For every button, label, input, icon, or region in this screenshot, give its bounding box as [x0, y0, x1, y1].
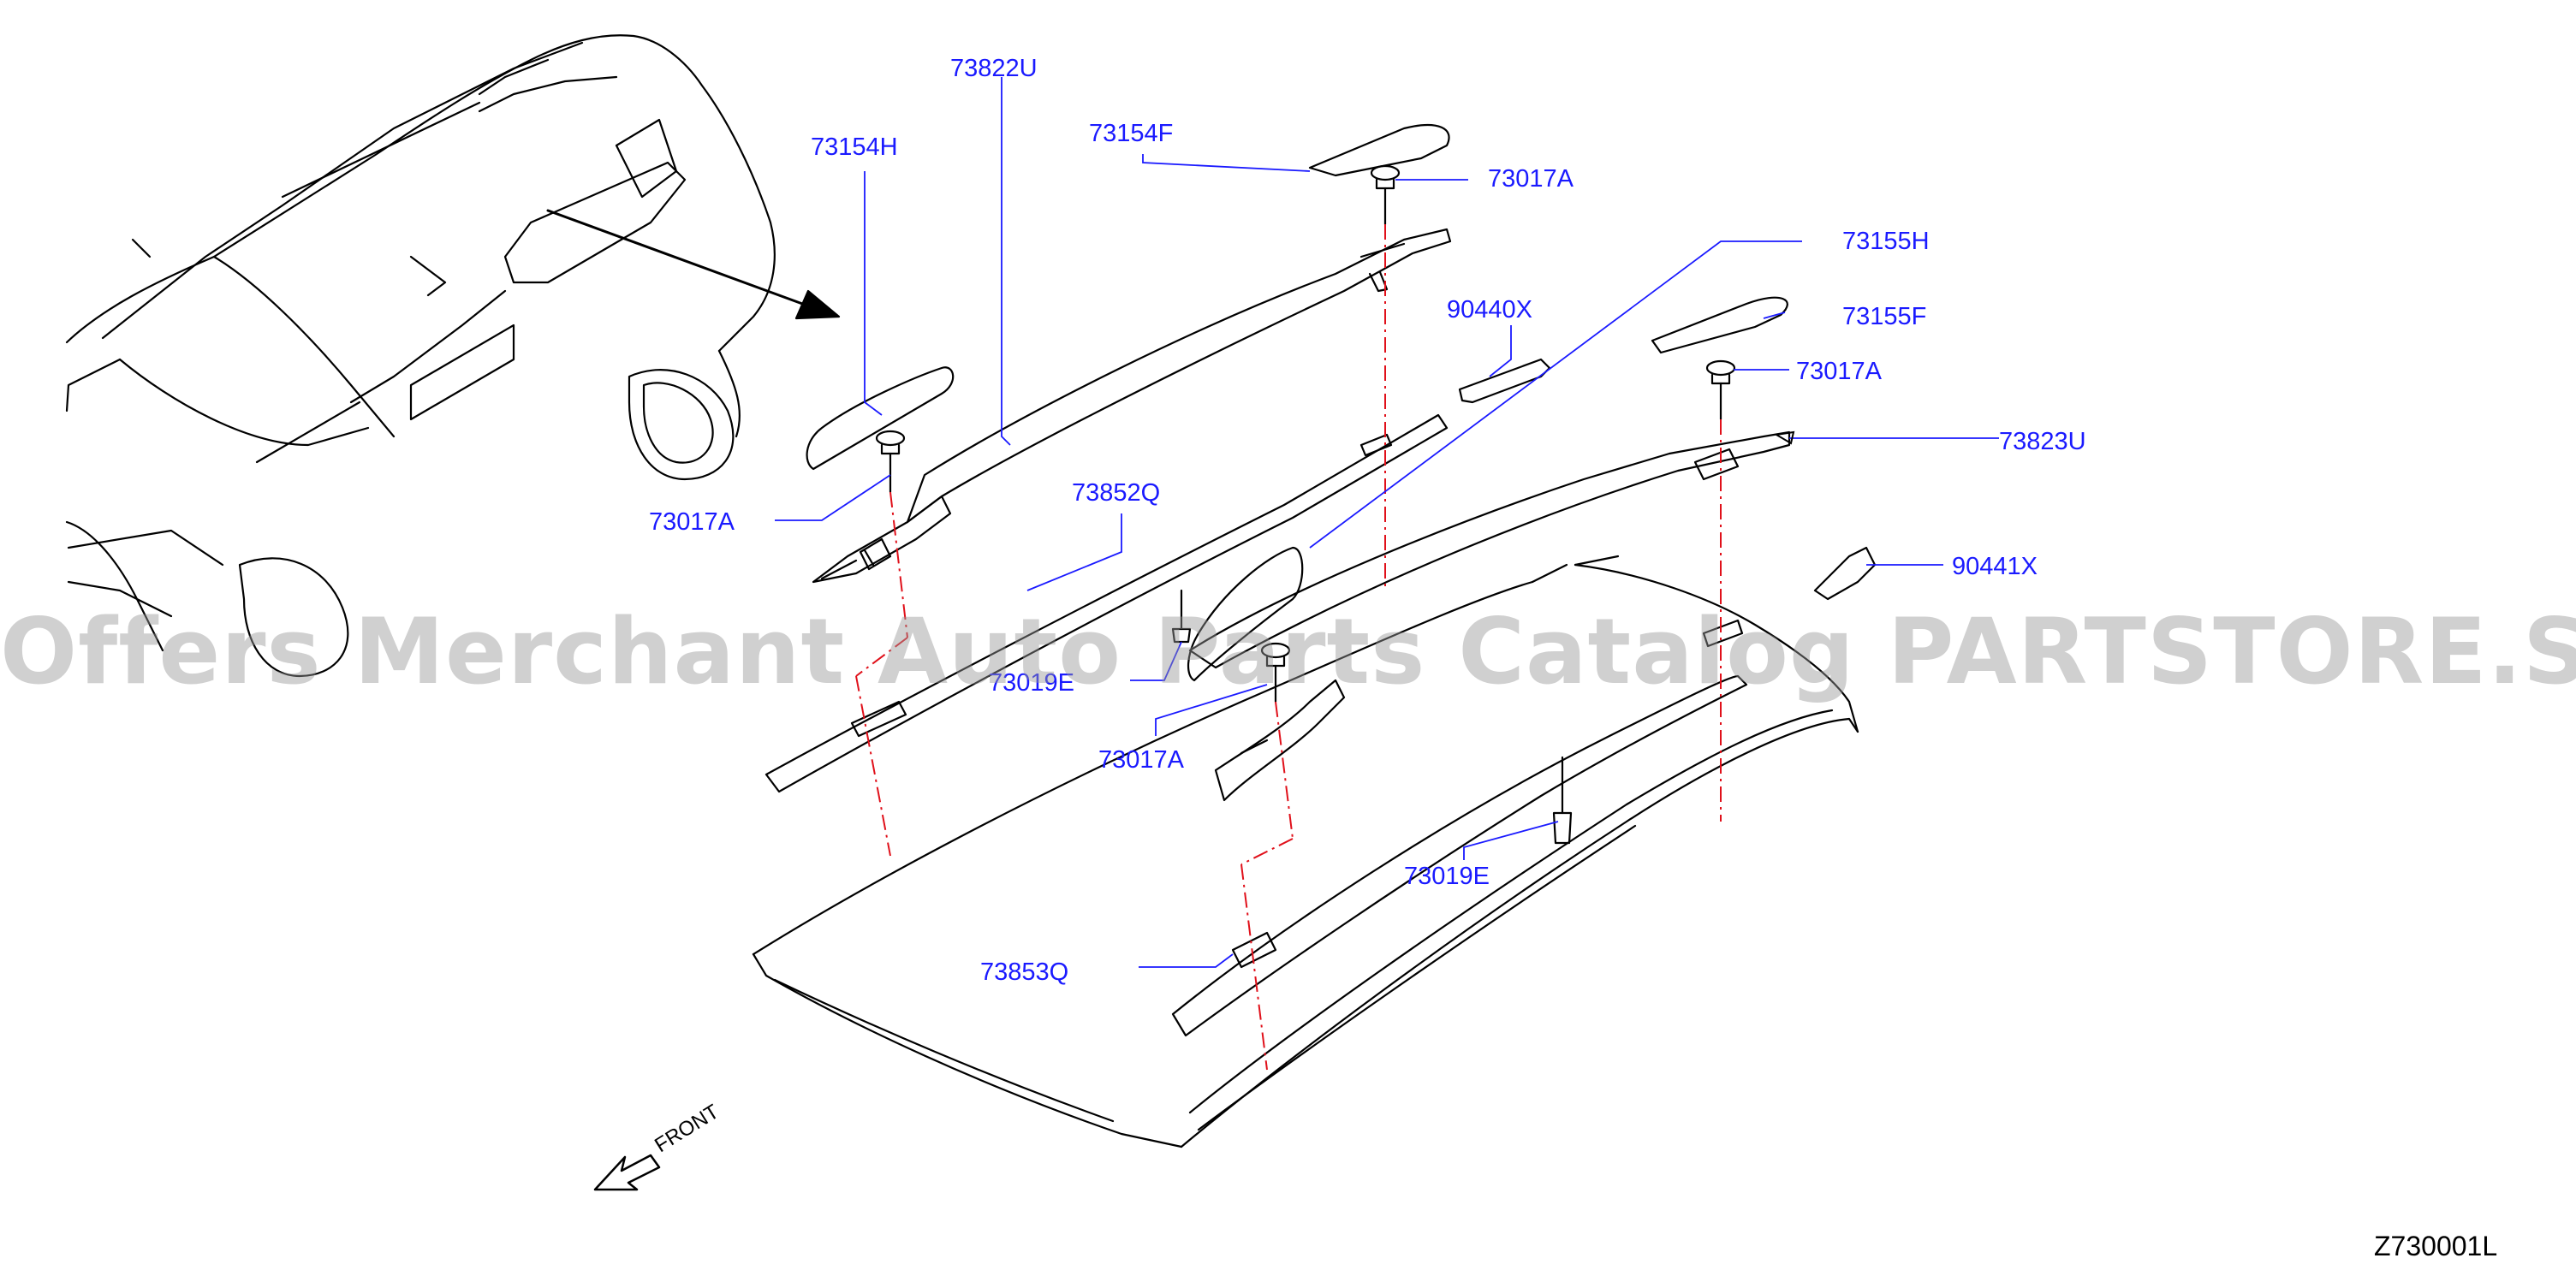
part-90441X — [1813, 546, 1877, 601]
leader-lines — [775, 77, 1999, 968]
label-90440X[interactable]: 90440X — [1447, 296, 1532, 323]
rail-end-detail — [1774, 430, 1795, 445]
view-arrow — [546, 209, 841, 320]
label-73823U[interactable]: 73823U — [1999, 428, 2086, 455]
part-73155F — [1651, 296, 1788, 354]
stud-73019E-right — [1552, 756, 1573, 845]
part-73154H — [806, 366, 955, 471]
bolt-73017A-mid — [1260, 642, 1291, 703]
diagram-id: Z730001L — [2374, 1231, 2498, 1261]
bolt-73017A-right — [1705, 359, 1736, 421]
roof-rail-right — [1188, 430, 1791, 802]
part-73155H — [1187, 546, 1304, 682]
label-73017A-left[interactable]: 73017A — [649, 508, 735, 536]
bolt-73017A-top — [1370, 164, 1401, 226]
vehicle-illustration — [65, 34, 776, 678]
label-73154H[interactable]: 73154H — [811, 134, 898, 161]
label-73019E-right[interactable]: 73019E — [1404, 863, 1490, 890]
finisher-73852Q — [764, 413, 1449, 793]
label-73019E-left[interactable]: 73019E — [989, 669, 1074, 697]
bolt-73017A-left — [875, 430, 906, 494]
label-73852Q[interactable]: 73852Q — [1072, 479, 1161, 507]
label-73017A-right[interactable]: 73017A — [1796, 358, 1882, 385]
part-90440X — [1458, 358, 1551, 404]
part-73154F — [1308, 124, 1450, 177]
finisher-73853Q — [1171, 674, 1748, 1037]
label-73155F[interactable]: 73155F — [1842, 303, 1927, 330]
label-73155H[interactable]: 73155H — [1842, 228, 1930, 255]
centerlines — [855, 224, 1722, 1071]
label-73154F[interactable]: 73154F — [1089, 120, 1174, 147]
stud-73019E-left — [1171, 589, 1192, 644]
label-73017A-mid[interactable]: 73017A — [1098, 746, 1184, 774]
label-90441X[interactable]: 90441X — [1952, 553, 2038, 580]
label-73853Q[interactable]: 73853Q — [980, 958, 1069, 986]
label-73822U[interactable]: 73822U — [950, 55, 1038, 82]
label-73017A-top[interactable]: 73017A — [1488, 165, 1574, 193]
roof-panel — [752, 555, 1859, 1148]
front-arrow — [593, 1154, 661, 1191]
roof-rail-left — [812, 228, 1452, 584]
